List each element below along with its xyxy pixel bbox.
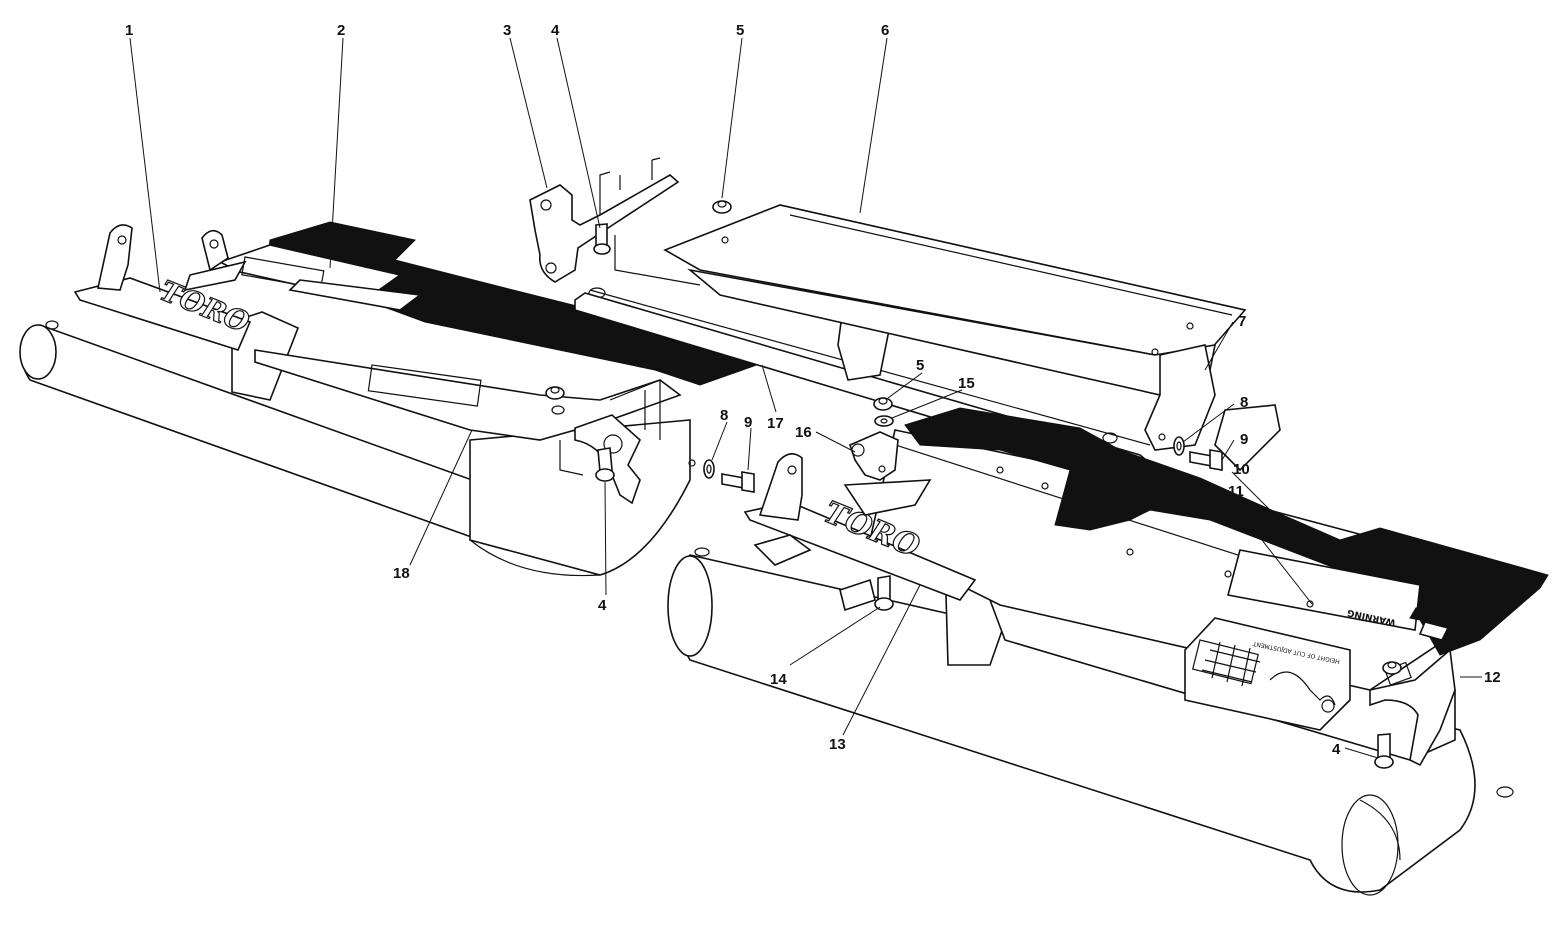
leader-lines	[129, 37, 1482, 759]
left-plate-nut	[545, 386, 565, 415]
right-rear-roller	[667, 547, 1514, 896]
callout-9-left: 9	[744, 414, 752, 431]
right-cutting-unit: WARNING HEIGHT OF CUT ADJUSTMENT TORO	[667, 397, 1549, 896]
right-end-bracket	[1369, 648, 1456, 767]
bracket-nut	[873, 397, 893, 411]
left-side-frame	[469, 419, 691, 576]
callout-16: 16	[795, 424, 812, 441]
callout-4-left: 4	[598, 597, 607, 614]
callout-18: 18	[393, 565, 410, 582]
right-top-bolt	[1189, 449, 1223, 471]
callout-5-upper: 5	[736, 22, 744, 39]
callout-labels: 1 2 3 4 5 6 7 5 15 8 9 16 17 8 9 10 11 1…	[125, 22, 1501, 758]
right-end-nut	[1382, 661, 1402, 675]
upper-mount-bracket	[529, 157, 701, 286]
left-cutting-unit: TORO	[19, 221, 766, 577]
callout-6: 6	[881, 22, 889, 39]
callout-11: 11	[1228, 483, 1244, 500]
callout-10: 10	[1233, 461, 1250, 478]
left-washer	[703, 459, 715, 479]
upper-bracket-bolt	[593, 223, 611, 255]
callout-8-right: 8	[1240, 394, 1248, 411]
callout-15: 15	[958, 375, 975, 392]
callout-4-upper: 4	[551, 22, 560, 39]
bracket-washer	[874, 415, 894, 427]
mount-bracket-16	[849, 431, 899, 481]
callout-17: 17	[767, 415, 784, 432]
callout-9-right: 9	[1240, 431, 1248, 448]
height-of-cut-decal: HEIGHT OF CUT ADJUSTMENT	[1184, 617, 1351, 731]
left-front-bracket	[97, 224, 133, 291]
callout-1: 1	[125, 22, 133, 39]
callout-5-middle: 5	[916, 357, 924, 374]
top-shield-nut	[712, 200, 732, 214]
callout-8-left: 8	[720, 407, 728, 424]
callout-13: 13	[829, 736, 846, 753]
callout-14: 14	[770, 671, 787, 688]
callout-12: 12	[1484, 669, 1501, 686]
right-front-bracket	[758, 453, 803, 521]
callout-7: 7	[1238, 313, 1246, 330]
right-top-washer	[1173, 436, 1185, 456]
left-bracket-bolt	[595, 447, 615, 482]
lower-right-bolt	[1374, 733, 1394, 769]
left-side-bolt	[721, 471, 755, 493]
callout-4-right: 4	[1332, 741, 1341, 758]
front-bolt-14	[874, 575, 894, 611]
callout-3: 3	[503, 22, 511, 39]
callout-2: 2	[337, 22, 345, 39]
